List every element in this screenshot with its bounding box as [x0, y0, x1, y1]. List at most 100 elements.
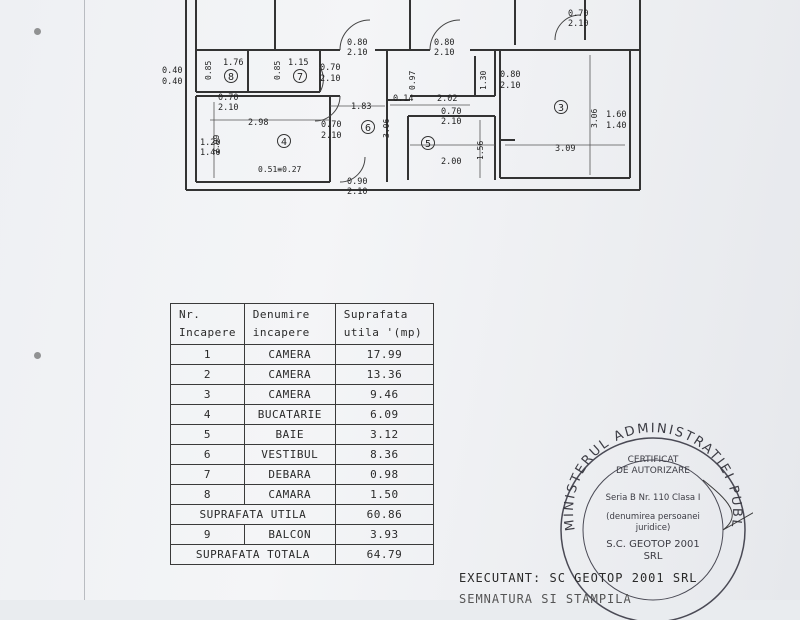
stamp-line: DE AUTORIZARE [616, 466, 690, 476]
cell-nr: 8 [170, 484, 245, 505]
dim-label: 0.85 [273, 61, 282, 80]
dim-label: 1.30 [479, 71, 488, 90]
cell-name: VESTIBUL [243, 444, 336, 465]
stamp-line: juridice) [635, 523, 671, 533]
subtotal-label: SUPRAFATA UTILA [170, 504, 336, 525]
dim-label: 2.02 [437, 94, 457, 104]
cell-area: 3.93 [334, 524, 435, 545]
stamp-line: SRL [644, 551, 663, 562]
dim-label: 1.83 [351, 102, 371, 112]
cell-nr: 1 [170, 344, 245, 365]
margin-line [84, 0, 85, 600]
room-number: 7 [297, 72, 303, 83]
cell-nr: 3 [170, 384, 245, 405]
dim-label: 2.10 [568, 19, 588, 29]
plan-walls [185, 0, 641, 191]
header-nr: Nr. Incapere [170, 303, 245, 345]
total-label: SUPRAFATA TOTALA [170, 544, 336, 565]
dimension-labels: 0.40 0.40 0.85 1.76 0.85 1.15 0.70 2.10 … [162, 9, 626, 197]
dim-label: 2.00 [441, 157, 461, 167]
dim-label: 3.09 [555, 144, 575, 154]
dim-label: 2.10 [347, 187, 367, 197]
cell-nr: 7 [170, 464, 245, 485]
cell-area: 13.36 [334, 364, 435, 385]
dim-label: 2.98 [248, 118, 268, 128]
cell-area: 3.12 [334, 424, 435, 445]
dim-label: 0.70 [218, 93, 238, 103]
table-header-row: Nr. Incapere Denumire incapere Suprafata ut… [170, 303, 435, 345]
cell-area: 0.98 [334, 464, 435, 485]
cell-area: 9.46 [334, 384, 435, 405]
header-denumire: Denumire incapere [243, 303, 336, 345]
cell-name: CAMERA [243, 384, 336, 405]
room-number: 5 [425, 139, 431, 150]
header-text: Incapere [179, 326, 236, 339]
dim-label: 3.06 [590, 109, 599, 128]
dim-label: 1.20 [200, 138, 220, 148]
room-number: 8 [228, 72, 234, 83]
room-markers: 8 7 6 5 4 3 [224, 69, 568, 150]
room-number: 3 [558, 103, 564, 114]
authorization-stamp: MINISTERUL ADMINISTRATIEI PUBLICE CERTIF… [553, 420, 753, 620]
dim-label: 0.70 [321, 120, 341, 130]
cell-nr: 5 [170, 424, 245, 445]
room-number: 4 [281, 137, 287, 148]
cell-name: CAMERA [243, 364, 336, 385]
header-text: Denumire [252, 308, 310, 321]
dim-label: 0.51≡0.27 [258, 165, 302, 174]
signature-scribble [702, 479, 753, 531]
door-arcs [314, 14, 581, 183]
cell-name: BUCATARIE [243, 404, 336, 425]
signature-line: SEMNATURA SI STAMPILA [459, 592, 632, 606]
subtotal-area: 60.86 [334, 504, 435, 525]
header-text: Nr. [179, 308, 201, 321]
dim-label: 2.09 [212, 135, 221, 154]
cell-nr: 6 [170, 444, 245, 465]
header-text: utila '(mp) [343, 326, 423, 339]
dim-label: 2.10 [347, 48, 367, 58]
stamp-line: S.C. GEOTOP 2001 [606, 539, 699, 550]
stamp-line: Seria B Nr. 110 Clasa I [606, 493, 701, 503]
punch-hole [34, 28, 41, 35]
dim-label: 2.10 [320, 74, 340, 84]
cell-nr: 2 [170, 364, 245, 385]
dim-label: 0.14 [393, 94, 413, 104]
stamp-line: (denumirea persoanei [606, 512, 700, 522]
cell-area: 1.50 [334, 484, 435, 505]
dim-label: 2.10 [434, 48, 454, 58]
room-area-table: Nr. Incapere Denumire incapere Suprafata ut… [170, 303, 435, 565]
header-text: Suprafata [343, 308, 408, 321]
stamp-outer-ring [560, 437, 746, 620]
dim-label: 1.40 [200, 148, 220, 158]
dim-label: 1.60 [606, 110, 626, 120]
cell-area: 8.36 [334, 444, 435, 465]
dim-label: 0.40 [162, 77, 182, 87]
cell-name: CAMERA [243, 344, 336, 365]
cell-nr: 9 [170, 524, 245, 545]
cell-name: DEBARA [243, 464, 336, 485]
dim-label: 0.80 [434, 38, 454, 48]
dim-label: 0.80 [347, 38, 367, 48]
dim-label: 0.90 [347, 177, 367, 187]
dim-label: 2.10 [321, 131, 341, 141]
dim-label: 0.97 [408, 71, 417, 90]
dim-label: 0.40 [162, 66, 182, 76]
header-text: incapere [252, 326, 310, 339]
dim-label: 2.10 [441, 117, 461, 127]
cell-nr: 4 [170, 404, 245, 425]
dim-label: 0.85 [204, 61, 213, 80]
dim-label: 2.10 [218, 103, 238, 113]
cell-area: 17.99 [334, 344, 435, 365]
cell-name: CAMARA [243, 484, 336, 505]
